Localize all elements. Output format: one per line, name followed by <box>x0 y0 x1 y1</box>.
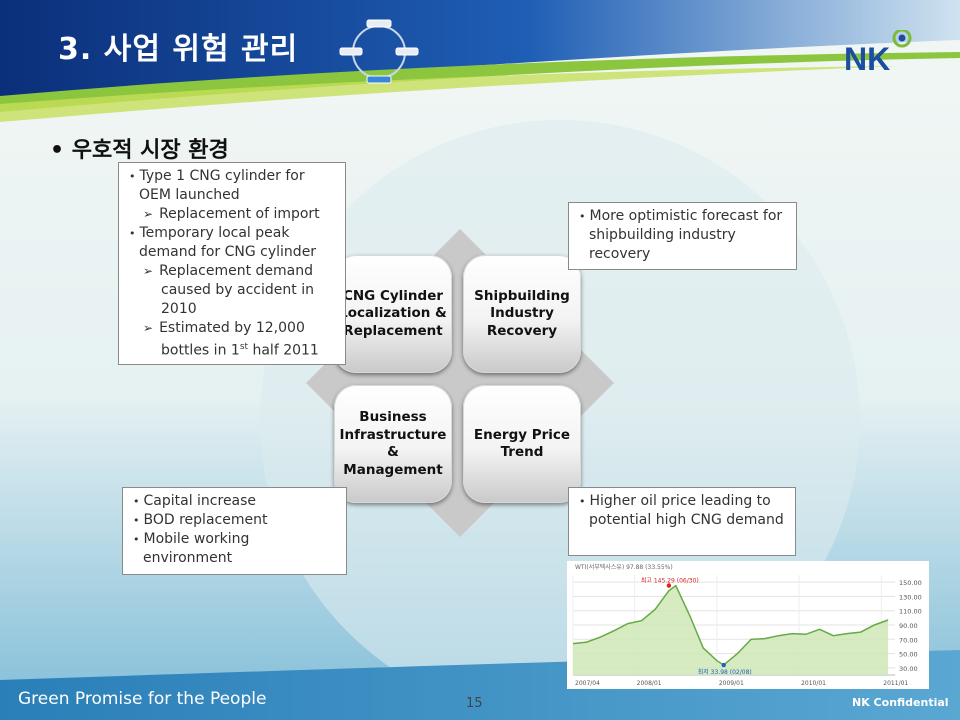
x-tick-label: 2009/01 <box>719 680 744 687</box>
list-subitem: Estimated by 12,000 bottles in 1st half … <box>127 319 339 361</box>
process-cycle-icon <box>339 19 419 84</box>
legend-label: WTI(서부텍사스유) 97.88 (33.55%) <box>575 563 673 571</box>
section-heading: • 우호적 시장 환경 <box>50 138 229 163</box>
textbox-business: Capital increase BOD replacement Mobile … <box>122 487 347 575</box>
annotation-label: 최고 145.29 (06/30) <box>641 577 699 585</box>
list-subitem: Replacement of import <box>127 205 339 224</box>
slide-title: 3. 사업 위험 관리 <box>58 32 299 67</box>
textbox-energy-price: Higher oil price leading to potential hi… <box>568 487 796 556</box>
y-tick-label: 90.00 <box>899 622 918 630</box>
y-tick-label: 130.00 <box>899 593 922 601</box>
x-tick-label: 2008/01 <box>637 680 662 687</box>
page-number: 15 <box>466 696 483 711</box>
x-tick-label: 2011/01 <box>883 680 908 687</box>
svg-text:NK: NK <box>844 41 890 74</box>
textbox-shipbuilding: More optimistic forecast for shipbuildin… <box>568 202 797 270</box>
list-item: Mobile working environment <box>131 530 340 568</box>
list-item: Type 1 CNG cylinder for OEM launched <box>127 167 339 205</box>
x-tick-label: 2007/04 <box>575 680 600 687</box>
footer-tagline: Green Promise for the People <box>18 689 267 709</box>
y-tick-label: 110.00 <box>899 608 922 616</box>
y-tick-label: 50.00 <box>899 651 918 659</box>
list-item: BOD replacement <box>131 511 340 530</box>
x-tick-label: 2010/01 <box>801 680 826 687</box>
quadrant-cng-cylinder: CNG Cylinder Localization & Replacement <box>334 255 452 373</box>
y-tick-label: 30.00 <box>899 665 918 673</box>
quadrant-shipbuilding: Shipbuilding Industry Recovery <box>463 255 581 373</box>
nk-logo: NK <box>844 30 912 74</box>
oil-price-chart: 150.00 130.00 110.00 90.00 70.00 50.00 30.00 20… <box>567 561 929 689</box>
list-item: Temporary local peak demand for CNG cyli… <box>127 224 339 262</box>
list-subitem: Replacement demand caused by accident in… <box>127 262 339 319</box>
list-item: More optimistic forecast for shipbuildin… <box>577 207 790 264</box>
y-tick-label: 70.00 <box>899 636 918 644</box>
quadrant-business-infrastructure: Business Infrastructure & Management <box>334 385 452 503</box>
annotation-marker <box>666 583 672 588</box>
confidential-label: NK Confidential <box>852 696 949 709</box>
list-item: Capital increase <box>131 492 340 511</box>
section-heading-text: 우호적 시장 환경 <box>71 138 229 163</box>
annotation-marker <box>721 662 726 668</box>
list-item: Higher oil price leading to potential hi… <box>577 492 789 530</box>
textbox-cng-details: Type 1 CNG cylinder for OEM launched Rep… <box>118 162 346 365</box>
y-tick-label: 150.00 <box>899 579 922 587</box>
quadrant-energy-price: Energy Price Trend <box>463 385 581 503</box>
series-area <box>573 585 889 675</box>
annotation-label: 최저 33.98 (02/08) <box>698 668 752 676</box>
oil-price-chart-svg: 150.00 130.00 110.00 90.00 70.00 50.00 30.00 20… <box>572 563 922 687</box>
